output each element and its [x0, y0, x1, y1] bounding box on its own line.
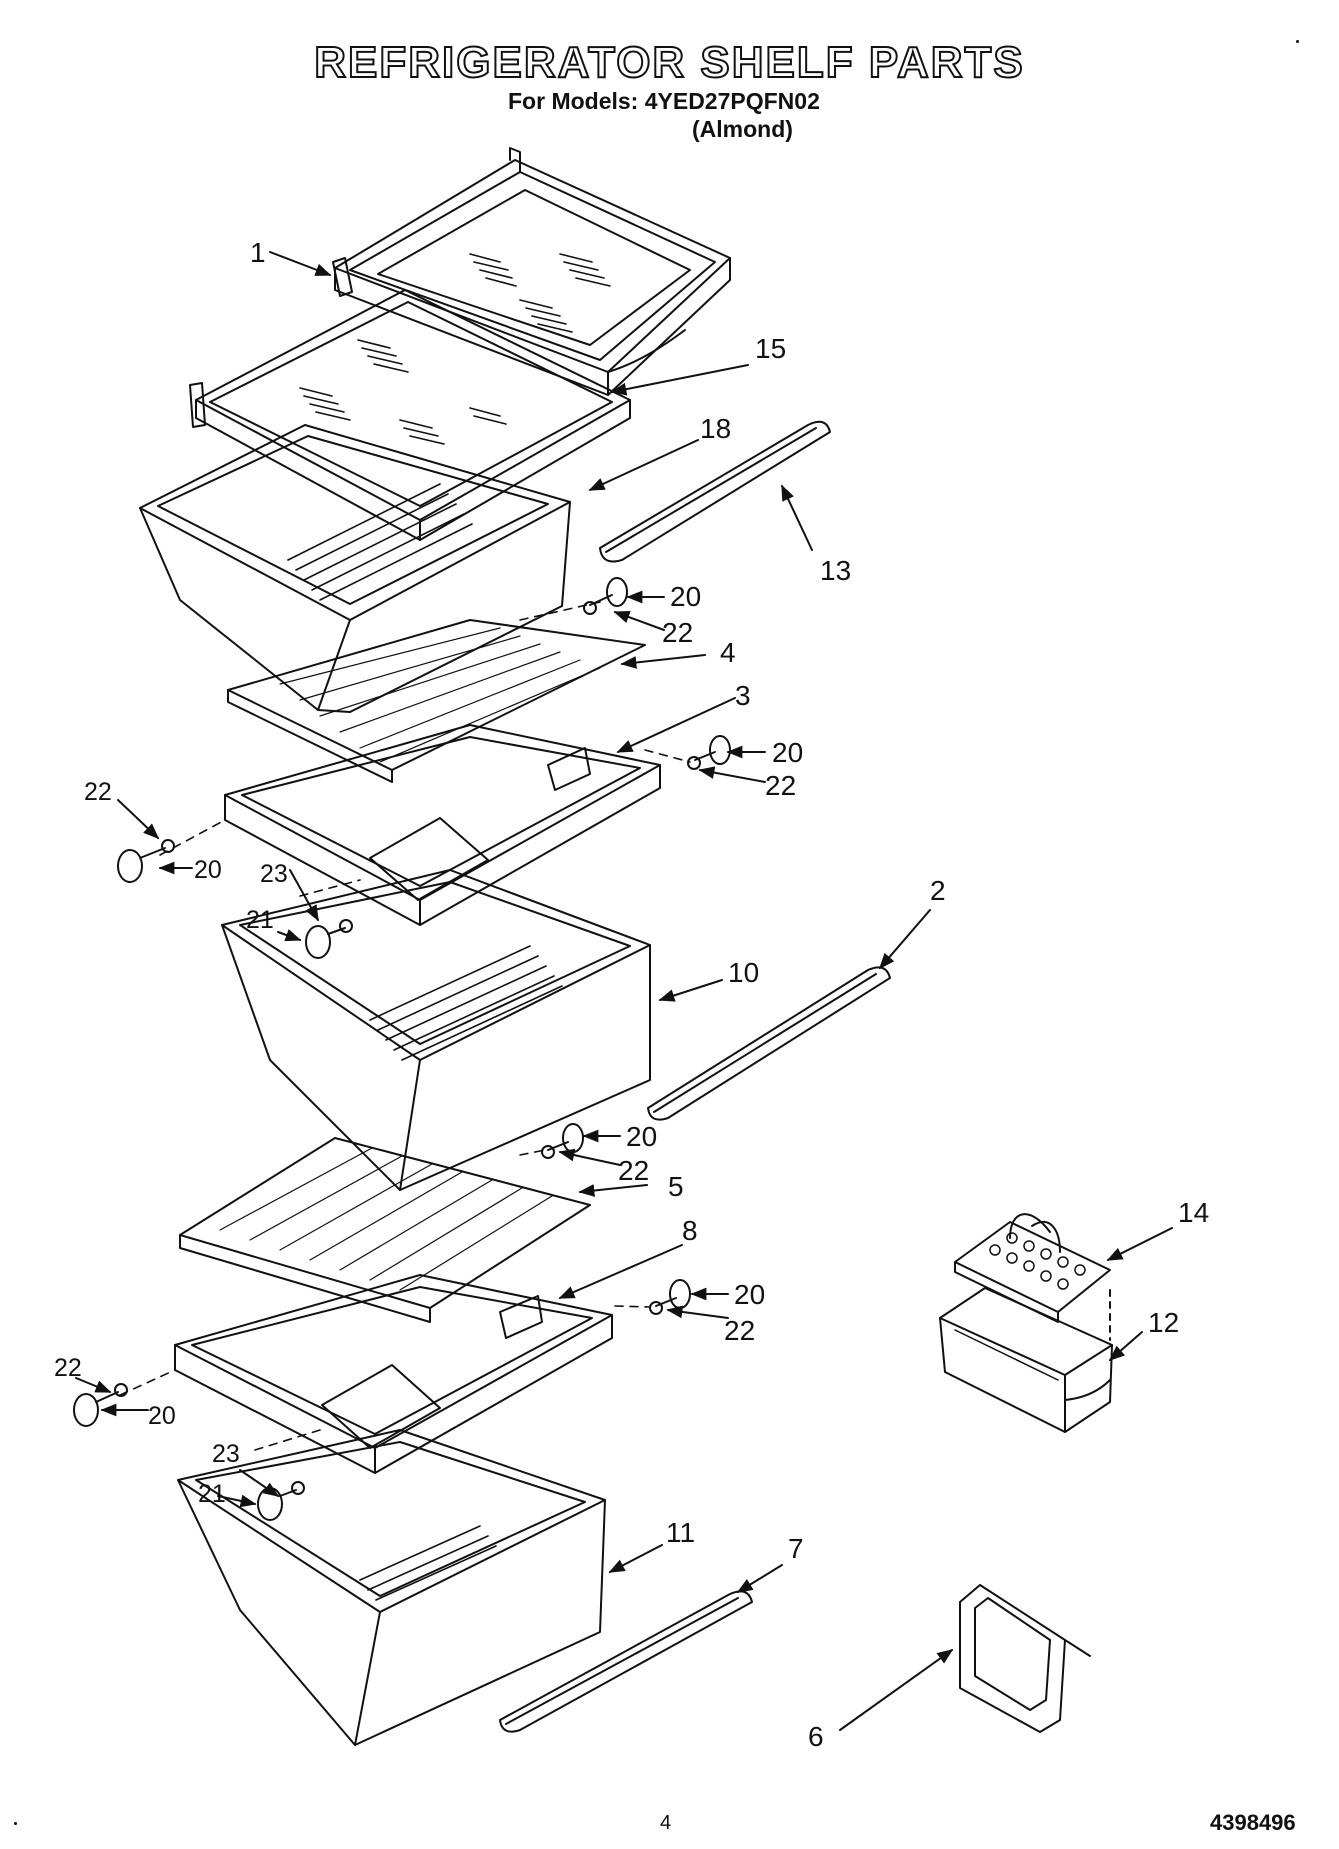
callout-20-d: 20: [626, 1121, 657, 1152]
callout-22-b: 22: [765, 770, 796, 801]
page-title: REFRIGERATOR SHELF PARTS: [313, 37, 1025, 88]
callout-20-b: 20: [772, 737, 803, 768]
part-14-egg-tray: [954, 1213, 1111, 1341]
callout-23-a: 23: [260, 860, 288, 888]
part-6-label-holder: [959, 1584, 1091, 1733]
callout-20-f: 20: [148, 1402, 176, 1430]
callout-22-d: 22: [618, 1155, 649, 1186]
callout-18: 18: [700, 413, 731, 444]
models-line: For Models: 4YED27PQFN02: [508, 88, 820, 114]
callout-12: 12: [1148, 1307, 1179, 1338]
callout-13: 13: [820, 555, 851, 586]
color-note: (Almond): [692, 116, 793, 142]
callout-20-c: 20: [194, 856, 222, 884]
callout-8: 8: [682, 1215, 698, 1246]
callout-15: 15: [755, 333, 786, 364]
callout-21-b: 21: [198, 1480, 226, 1508]
part-2-trim: [647, 966, 891, 1121]
callout-5: 5: [668, 1171, 684, 1202]
callout-22-f: 22: [54, 1354, 82, 1382]
callout-10: 10: [728, 957, 759, 988]
part-5-cover-panel: [179, 1137, 591, 1323]
part-1-glass-shelf: [332, 147, 731, 396]
callout-20-a: 20: [670, 581, 701, 612]
callout-4: 4: [720, 637, 736, 668]
roller-bearings: [73, 577, 731, 1521]
callout-11: 11: [666, 1517, 695, 1548]
upper-crisper-drawer: [139, 424, 571, 713]
callout-2: 2: [930, 875, 946, 906]
document-code: 4398496: [1210, 1810, 1296, 1835]
scan-dot: [14, 1822, 17, 1825]
callout-3: 3: [735, 680, 751, 711]
callout-22-e: 22: [724, 1315, 755, 1346]
page-number: 4: [660, 1812, 672, 1834]
leader-arrows: [75, 251, 1173, 1731]
callout-labels: 1 15 18 13 20 22 4 3 20 22 22 20 23 21 2…: [54, 237, 1209, 1752]
callout-7: 7: [788, 1533, 804, 1564]
callout-22-c: 22: [84, 778, 112, 806]
callout-21-a: 21: [246, 906, 274, 934]
callout-23-b: 23: [212, 1440, 240, 1468]
part-4-cover-panel: [227, 619, 646, 783]
callout-14: 14: [1178, 1197, 1209, 1228]
part-13-trim: [599, 420, 831, 563]
guide-lines: [119, 601, 691, 1451]
part-3-shelf-frame: [224, 724, 661, 926]
scan-dot: [1296, 40, 1299, 43]
part-12-bin: [939, 1287, 1113, 1433]
callout-22-a: 22: [662, 617, 693, 648]
callout-20-e: 20: [734, 1279, 765, 1310]
part-10-crisper-drawer: [221, 869, 651, 1191]
part-18-glass-shelf: [189, 289, 631, 541]
part-11-crisper-drawer: [177, 1429, 606, 1746]
part-8-shelf-frame: [174, 1274, 613, 1474]
callout-6: 6: [808, 1721, 824, 1752]
callout-1: 1: [250, 237, 266, 268]
